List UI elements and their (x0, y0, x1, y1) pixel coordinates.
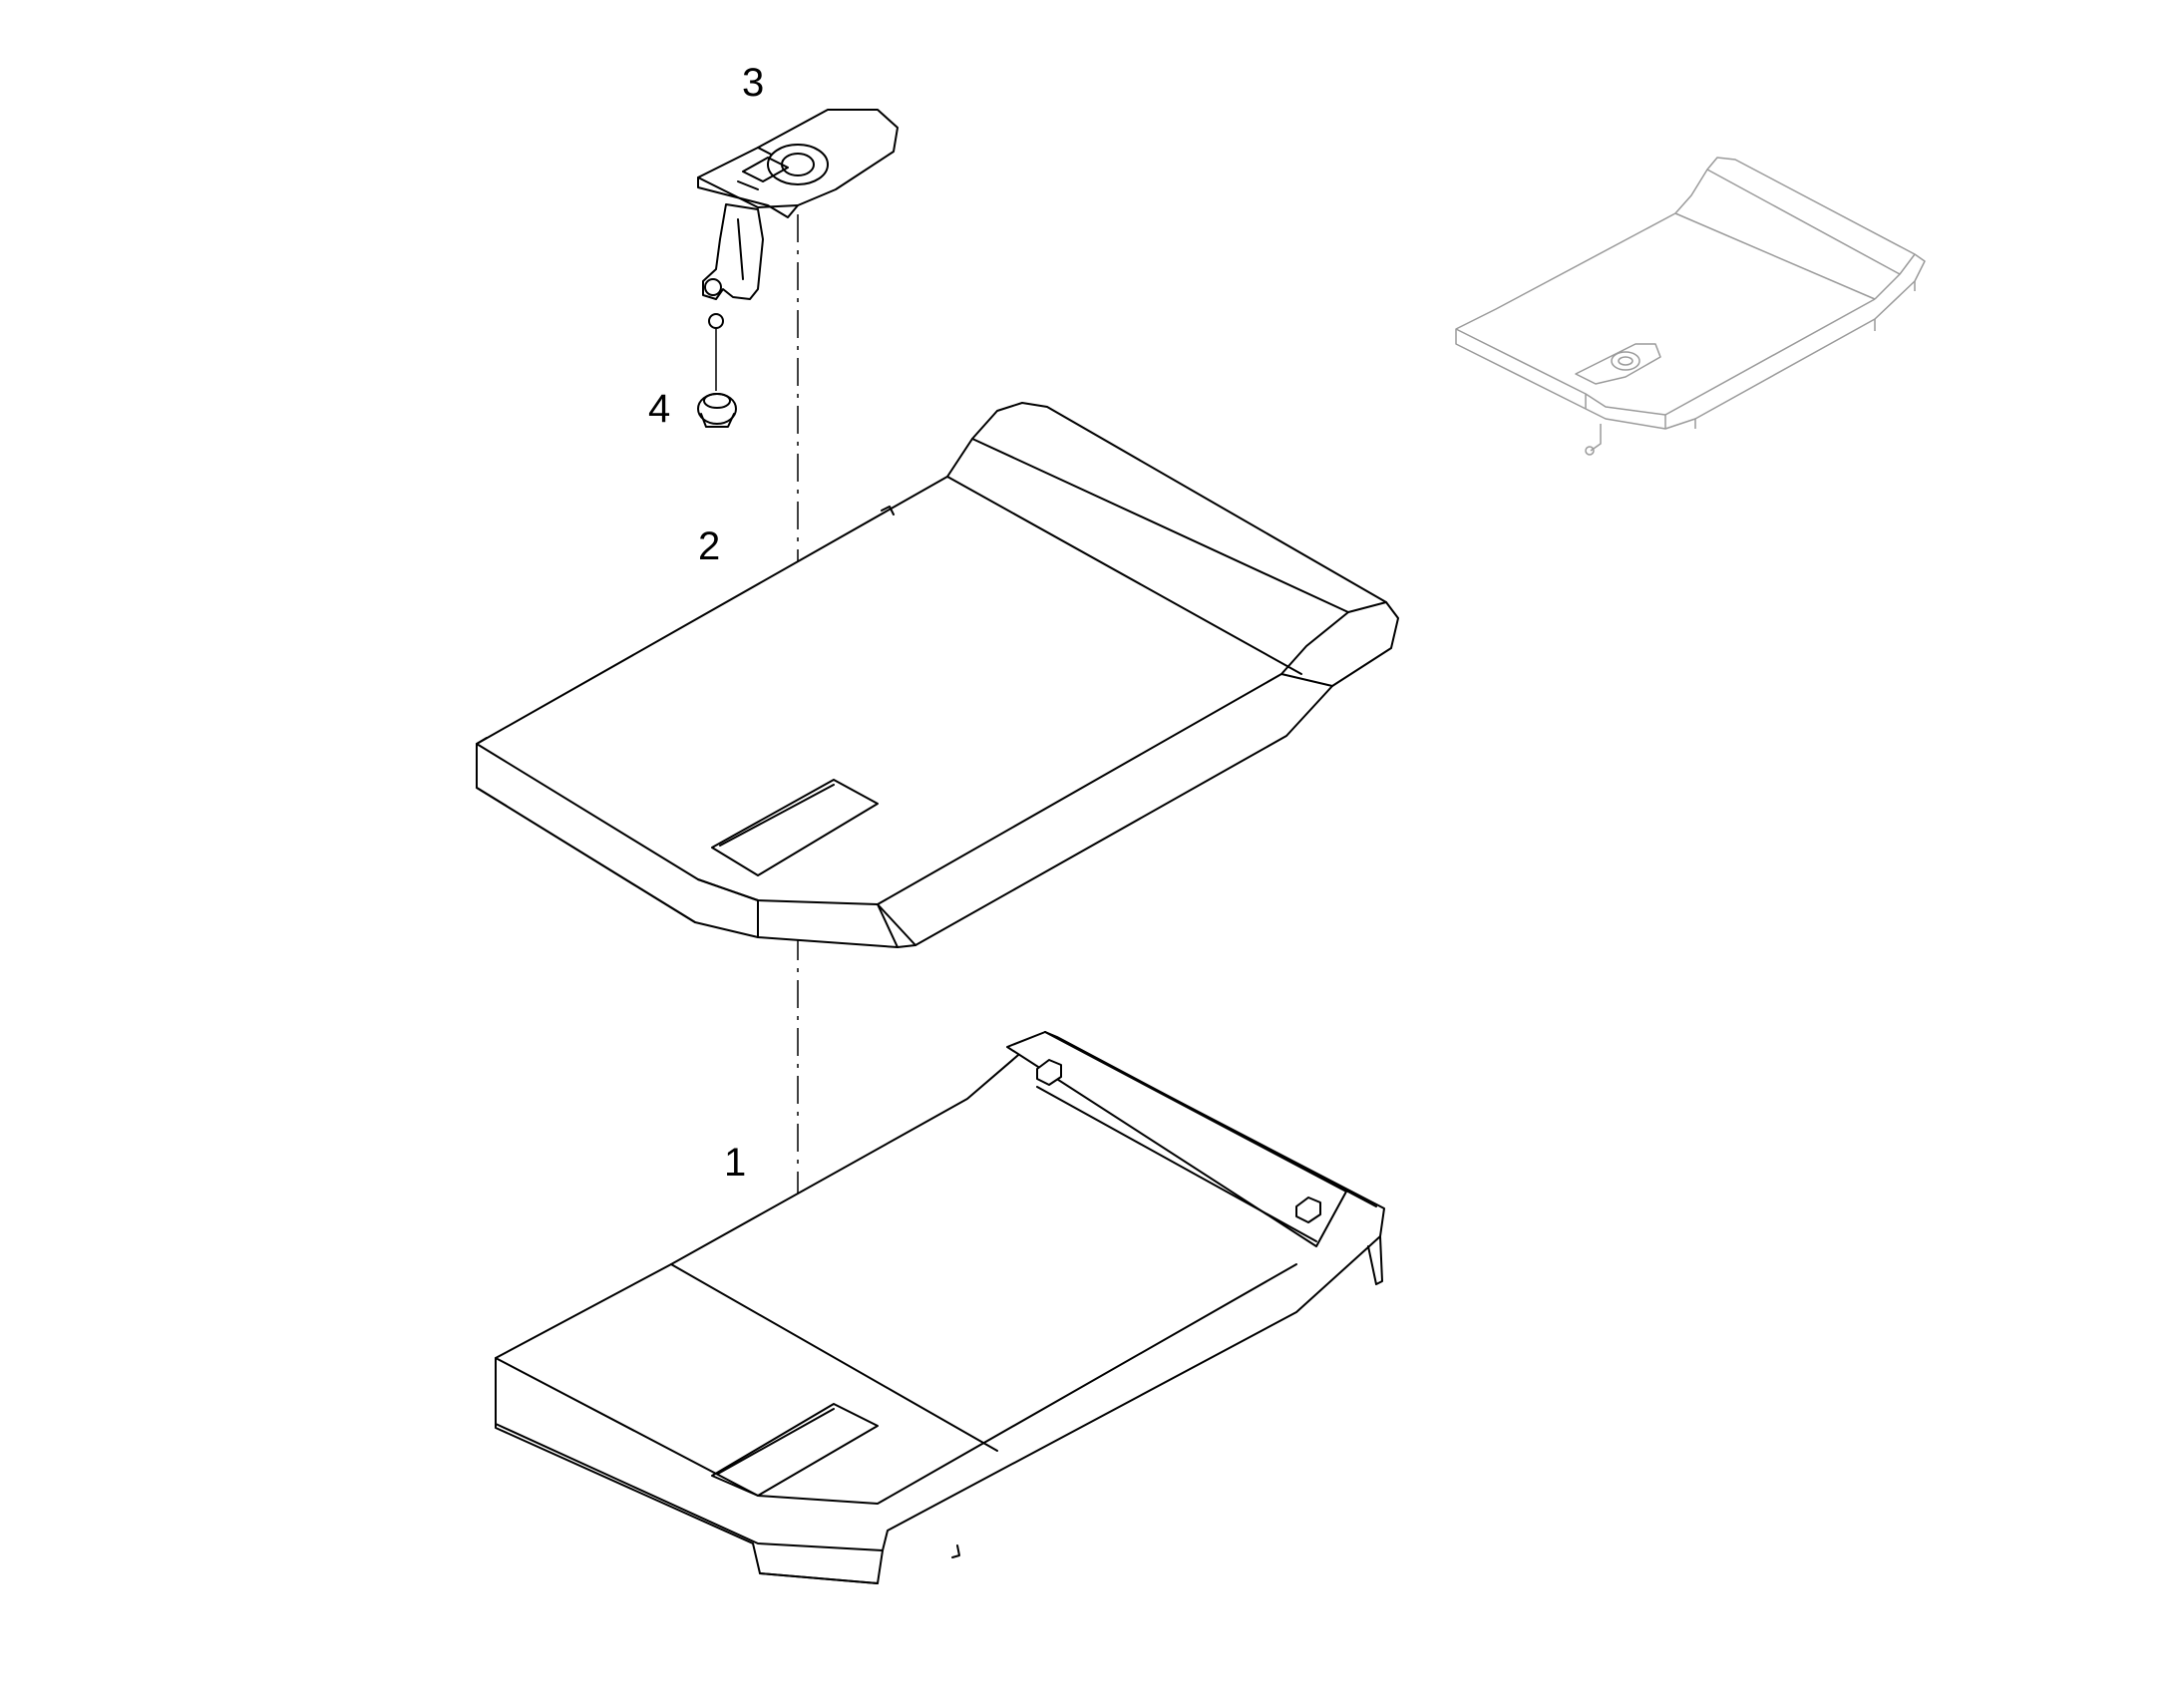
part-1-base-tray (495, 1031, 1385, 1584)
callout-4: 4 (648, 387, 671, 431)
screw-icon (704, 278, 722, 296)
callout-1: 1 (724, 1141, 747, 1185)
washer-icon (708, 313, 724, 329)
callout-3: 3 (742, 61, 765, 105)
callout-2: 2 (698, 524, 721, 568)
bolt-icon (1036, 1059, 1062, 1086)
bolt-icon (1295, 1196, 1321, 1223)
part-3-latch (697, 109, 899, 391)
part-2-cover (476, 402, 1399, 948)
part-4-nut (697, 393, 737, 428)
reference-thumbnail (1455, 157, 1926, 456)
